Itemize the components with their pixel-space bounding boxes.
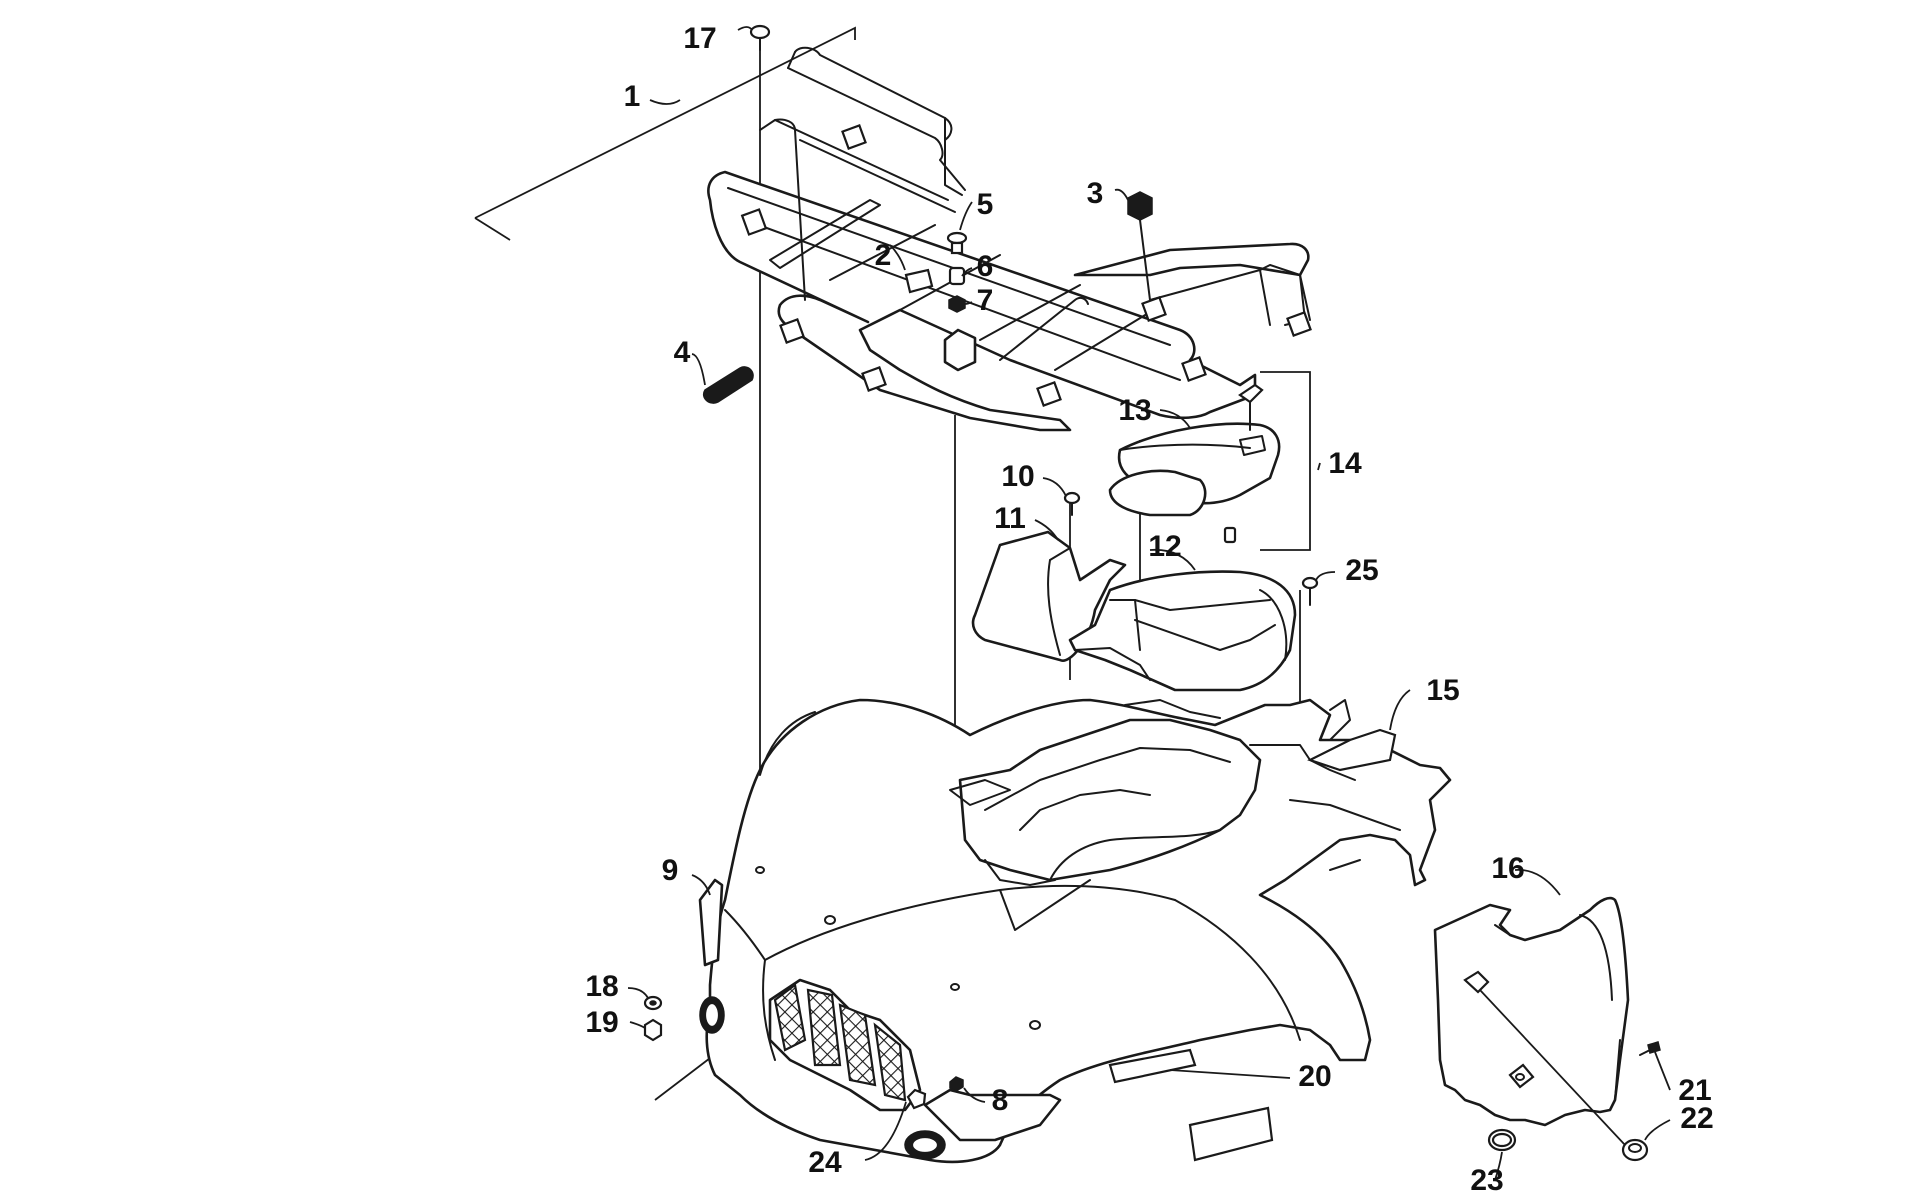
storage-box-12 [1068,570,1319,692]
front-body-9 [698,698,1452,1164]
callout-16: 16 [1491,852,1524,885]
callout-20: 20 [1298,1060,1331,1093]
callout-13: 13 [1118,394,1151,427]
callout-8: 8 [992,1084,1009,1117]
callout-25: 25 [1345,554,1378,587]
side-decal-15 [1307,728,1397,772]
callout-1: 1 [624,80,641,113]
callout-23: 23 [1470,1164,1503,1197]
callout-10: 10 [1001,460,1034,493]
rack-bolt-5 [946,231,968,255]
callout-11: 11 [994,502,1026,535]
rack-screw-17 [749,24,771,51]
callout-leaders [627,26,1671,1181]
callout-24: 24 [808,1146,842,1179]
callout-17: 17 [683,22,716,55]
rack-label-2 [904,268,934,294]
callout-4: 4 [674,336,691,369]
rack-grip-4 [703,366,754,404]
front-decal-20 [1108,1048,1274,1162]
callout-18: 18 [585,970,618,1003]
washer-18 [643,995,663,1011]
callout-21: 21 [1678,1074,1711,1107]
callout-6: 6 [977,250,994,283]
storage-lid-assembly [1108,383,1281,544]
rack-spacer-6 [948,266,966,286]
nut-19 [643,1018,663,1042]
callout-9: 9 [662,854,679,887]
callout-3: 3 [1087,177,1104,210]
rack-end-cap-3 [1127,191,1153,301]
callout-14: 14 [1328,447,1362,480]
callout-15: 15 [1426,674,1459,707]
callout-labels: 17 1 2 3 4 5 6 7 8 9 10 11 12 13 14 25 1… [585,22,1713,1197]
callout-2: 2 [875,239,892,272]
splash-panel-16 [1433,896,1661,1162]
callout-5: 5 [977,188,994,221]
callout-22: 22 [1680,1102,1713,1135]
front-rack [474,26,1312,432]
callout-12: 12 [1148,530,1181,563]
callout-7: 7 [977,284,994,317]
rack-nut-7 [948,295,966,313]
callout-19: 19 [585,1006,618,1039]
